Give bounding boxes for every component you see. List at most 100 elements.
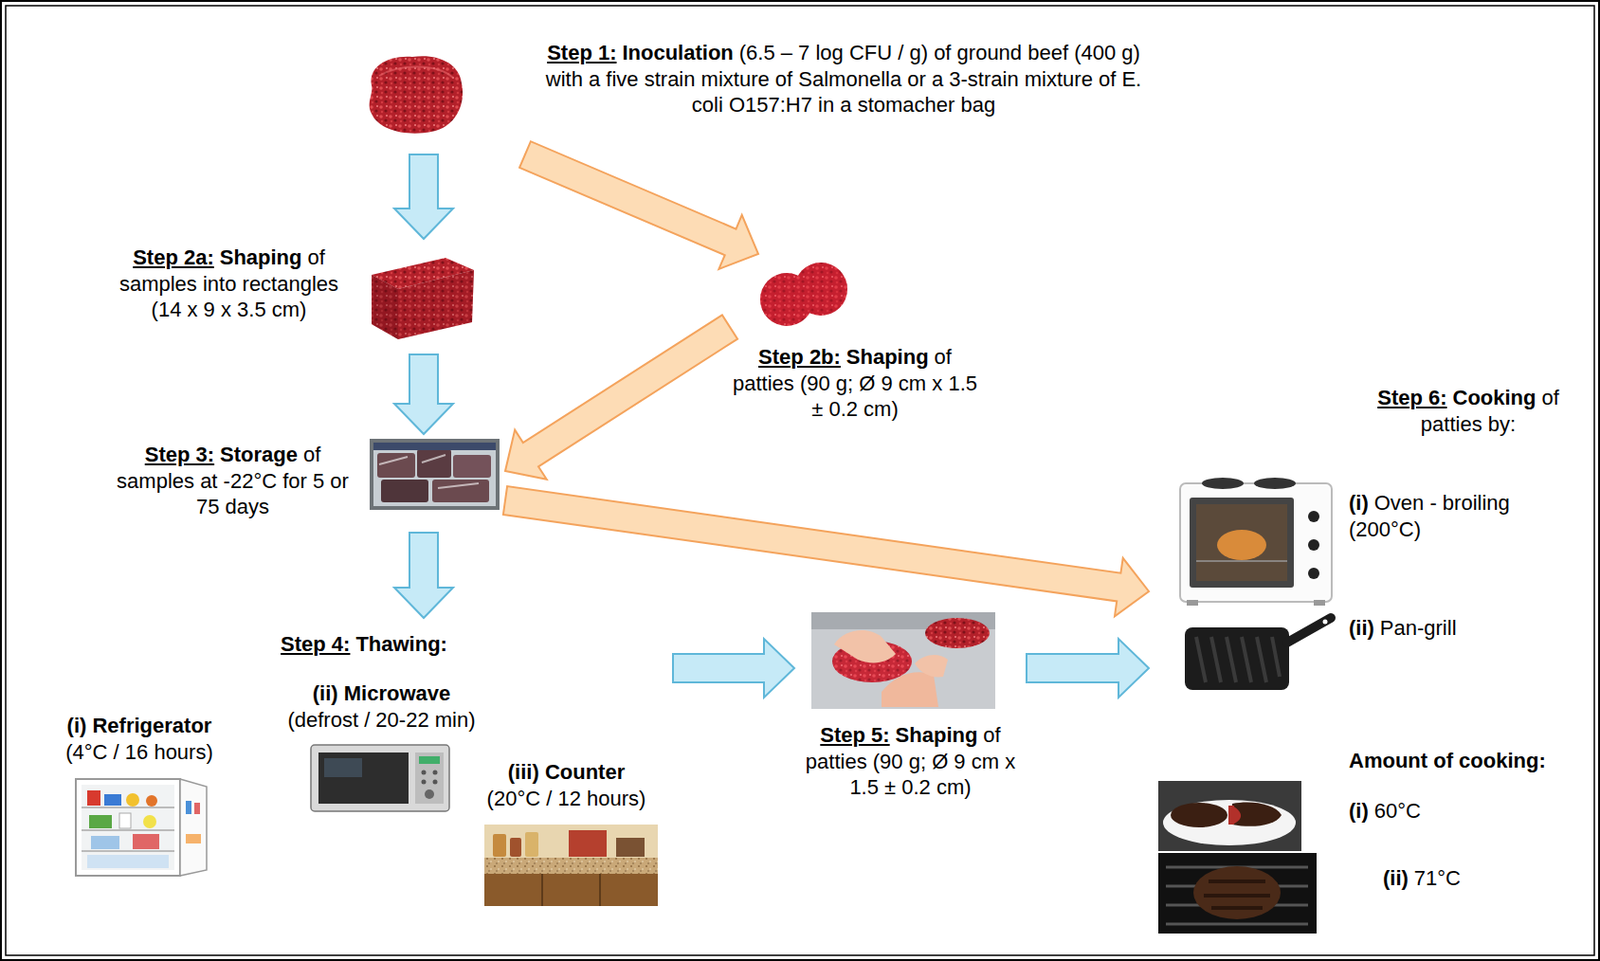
freezer-picture-part [377, 453, 416, 478]
counter-picture-part [509, 837, 522, 857]
refrigerator-picture-part [143, 815, 157, 829]
option-label: (defrost / 20-22 min) [260, 707, 503, 734]
ground-beef-picture [369, 55, 463, 134]
grilled-burger-picture-part [1165, 867, 1309, 925]
grill-pan-picture-part [1323, 619, 1328, 625]
option-label: (ii) [1348, 616, 1375, 640]
step-number: Step 6: [1377, 385, 1447, 410]
page-frame-part [5, 5, 1595, 956]
patties-picture-part [760, 272, 814, 327]
counter-picture-part [599, 873, 601, 907]
refrigerator-picture-part [194, 802, 200, 815]
option-label: (ii) [1382, 866, 1409, 891]
cooked-burger-picture-part [1232, 802, 1282, 827]
refrigerator-picture-part [81, 806, 175, 809]
microwave-picture [310, 745, 450, 812]
freezer-picture-part [453, 454, 491, 478]
refrigerator-picture-part [104, 794, 122, 806]
flow-arrow [394, 354, 454, 435]
step-number: Step 2b: [758, 345, 841, 369]
hands-shaping-picture-part [881, 672, 939, 708]
option-label: (i) Refrigerator [44, 712, 235, 740]
refrigerator-picture-part [126, 793, 140, 807]
option-group: (i)Oven - broiling (200°C) [1348, 490, 1563, 543]
step-number: Step 2a: [132, 245, 215, 270]
counter-picture-part [484, 873, 658, 907]
step-title: Shaping [219, 245, 303, 270]
beef-rectangle-picture-part [371, 274, 399, 340]
step-title: Thawing: [355, 632, 448, 656]
option-label: (i) [1348, 799, 1369, 823]
freezer-picture-part [373, 442, 496, 451]
refrigerator-picture-part [180, 779, 207, 876]
flow-arrow [519, 141, 759, 270]
step-text: Step 1:Inoculation(6.5 – 7 log CFU / g) … [540, 39, 1147, 119]
step-text: Step 2a:Shapingof samples into rectangle… [117, 244, 341, 324]
option-group: (ii)71°C [1382, 865, 1526, 892]
oven-picture-part [1217, 529, 1267, 561]
flow-arrow [672, 638, 795, 698]
step-node: Step 3:Storageof samples at -22°C for 5 … [111, 434, 506, 533]
option-group: (i) Refrigerator(4°C / 16 hours) [44, 712, 235, 765]
microwave-picture-part [324, 758, 363, 778]
flow-arrow [394, 532, 454, 619]
option-label: (4°C / 16 hours) [44, 739, 235, 766]
option-group: (ii)Pan-grill [1348, 615, 1577, 642]
patties-picture-part [760, 272, 814, 327]
counter-picture-part [484, 824, 658, 859]
option-group: Amount of cooking: [1348, 747, 1591, 775]
step-text: Step 6:Cookingof patties by: [1349, 384, 1587, 437]
microwave-picture-part [433, 770, 438, 776]
beef-rectangle-picture [371, 257, 474, 340]
flow-arrow [503, 486, 1149, 617]
refrigerator-picture-part [185, 834, 201, 844]
flow-arrow [1026, 638, 1149, 698]
hands-shaping-picture-part [925, 618, 990, 649]
patties-picture [760, 262, 848, 327]
oven-picture-part [1180, 483, 1332, 602]
option-label: Pan-grill [1380, 616, 1457, 640]
microwave-picture-part [424, 789, 435, 800]
grill-pan-picture-part [1287, 618, 1331, 643]
step-node: Step 1:Inoculation(6.5 – 7 log CFU / g) … [360, 36, 1162, 155]
step-title: Inoculation [621, 40, 733, 65]
counter-picture [484, 824, 658, 907]
oven-picture-part [1308, 510, 1320, 523]
refrigerator-picture-part [90, 836, 120, 850]
step-text: Step 5:Shapingof patties (90 g; Ø 9 cm x… [799, 722, 1022, 801]
refrigerator-picture-part [87, 790, 101, 806]
hands-shaping-picture-part [914, 654, 948, 677]
hands-shaping-picture [811, 612, 996, 710]
refrigerator-picture-part [75, 779, 181, 876]
refrigerator-picture [75, 779, 207, 876]
microwave-picture-part [418, 756, 440, 764]
counter-picture-part [492, 834, 507, 857]
flow-arrow [394, 154, 454, 239]
refrigerator-picture-part [87, 854, 169, 869]
step-node: Step 2a:Shapingof samples into rectangle… [111, 238, 482, 355]
refrigerator-picture-part [132, 834, 160, 850]
grilled-burger-picture-part [1203, 881, 1271, 909]
beef-rectangle-picture-part [371, 274, 399, 340]
hands-shaping-picture-part [811, 612, 996, 710]
oven-picture-part [1189, 497, 1294, 588]
freezer-picture [369, 438, 500, 510]
grilled-burger-picture-part [1158, 853, 1317, 934]
oven-picture-part [1186, 600, 1199, 606]
step-node: Step 2b:Shapingof patties (90 g; Ø 9 cm … [729, 254, 982, 430]
beef-rectangle-picture-part [398, 270, 474, 340]
ground-beef-picture-part [369, 55, 463, 134]
step-node: Step 5:Shapingof patties (90 g; Ø 9 cm x… [794, 606, 1027, 811]
option-label: (20°C / 12 hours) [464, 785, 669, 813]
counter-picture-part [484, 857, 658, 874]
freezer-picture-part [417, 449, 452, 478]
option-label: (i) [1348, 490, 1369, 515]
option-label: (iii) Counter [464, 759, 669, 786]
refrigerator-picture-part [81, 850, 175, 853]
ground-beef-picture-part [379, 67, 454, 79]
freezer-picture-part [369, 438, 500, 510]
oven-picture-part [1308, 567, 1320, 580]
microwave-picture-part [421, 780, 427, 785]
